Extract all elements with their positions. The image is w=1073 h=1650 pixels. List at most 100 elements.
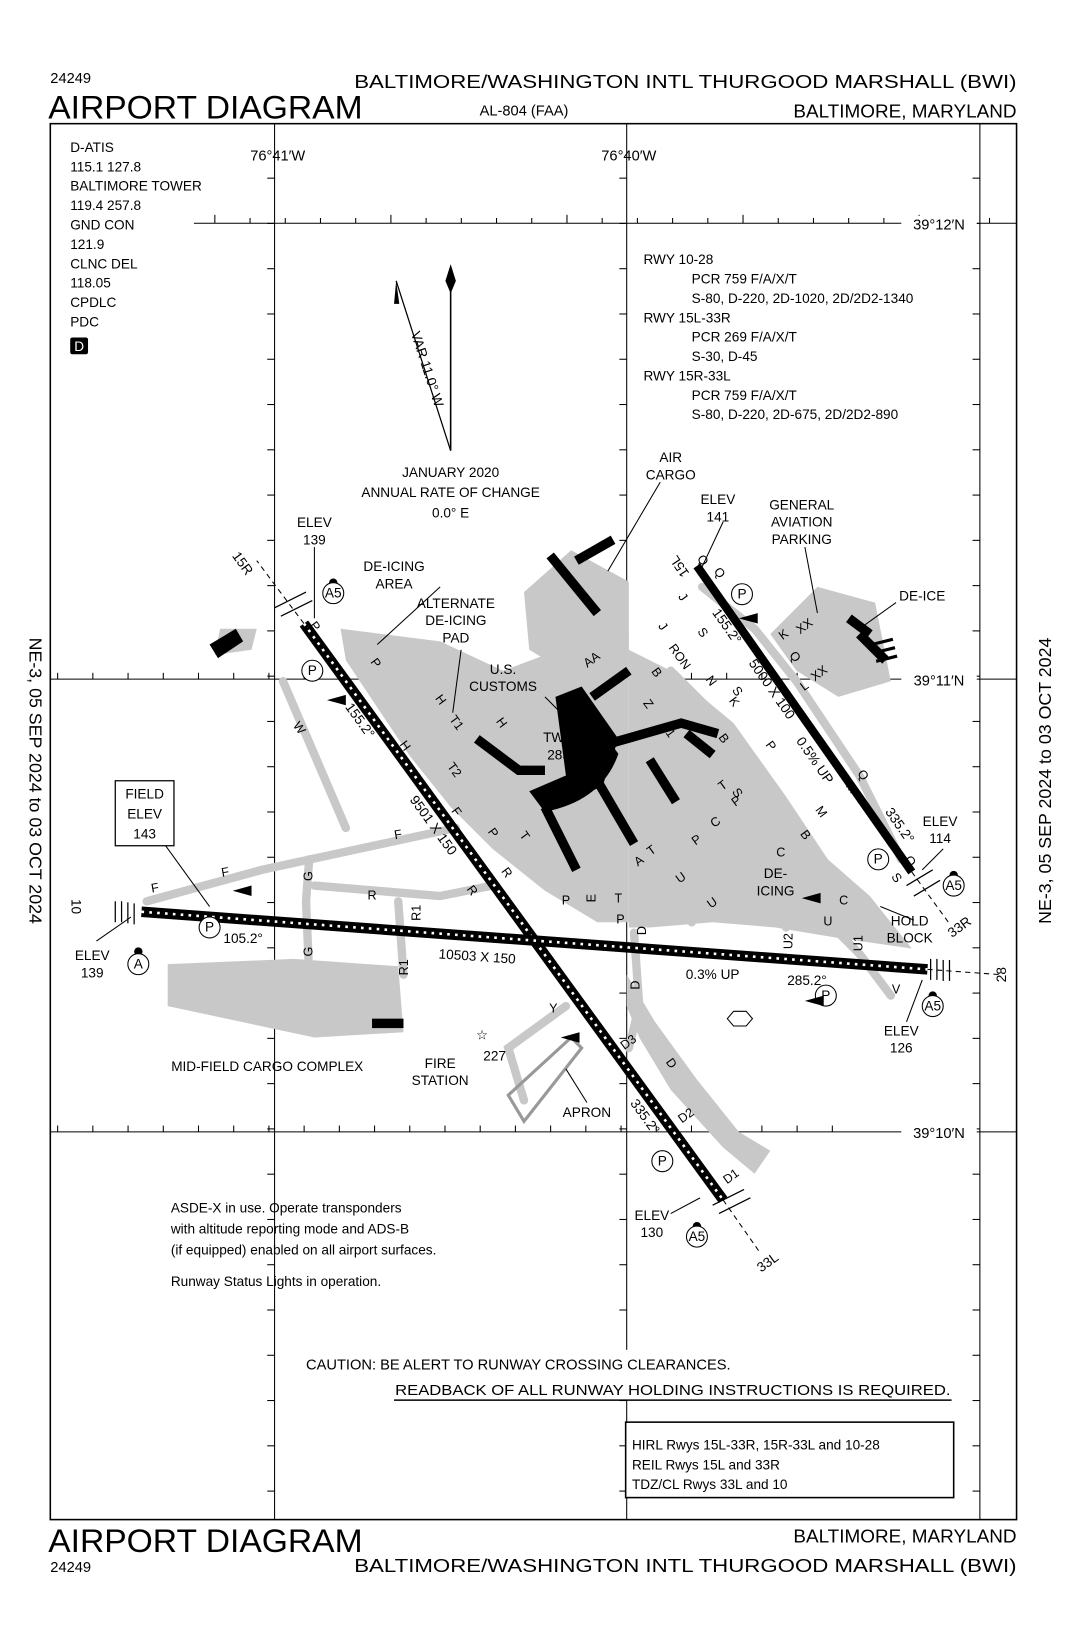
lighting-note: REIL Rwys 15L and 33R <box>632 1457 780 1472</box>
taxiway-label: R1 <box>409 905 423 921</box>
deice-pads <box>871 637 898 663</box>
building <box>209 628 244 659</box>
papi-icon <box>867 848 890 871</box>
rate-of-change-label: ANNUAL RATE OF CHANGE <box>361 485 539 500</box>
runway-heading: 285.2° <box>787 973 827 988</box>
vgsi-icon <box>326 694 346 706</box>
label-deice: DE-ICE <box>899 589 945 604</box>
leader-line <box>544 696 572 724</box>
taxiway-label: F <box>150 880 160 895</box>
taxiway-label: G <box>301 871 315 881</box>
arff-label: A5 <box>689 1229 706 1244</box>
taxiway-label: F <box>393 827 403 842</box>
papi-label: P <box>737 586 746 601</box>
longitude-label: 76°41′W <box>250 148 305 164</box>
label-ga-parking: GENERAL <box>769 497 834 512</box>
leader-line <box>376 586 441 645</box>
page-title: AIRPORT DIAGRAM <box>48 89 362 125</box>
chart-frame <box>49 122 1018 1521</box>
readback-note: READBACK OF ALL RUNWAY HOLDING INSTRUCTI… <box>395 1383 950 1399</box>
arff-icon <box>127 953 150 976</box>
asde-note: ASDE-X in use. Operate transponders <box>171 1201 402 1216</box>
leader-line <box>452 649 462 713</box>
taxiway-label: S <box>888 870 904 885</box>
papi-icon <box>651 1150 674 1173</box>
north-arrow-icon <box>394 264 456 451</box>
taxiway-label: P <box>616 912 624 926</box>
label-elev139-n: 139 <box>303 532 326 547</box>
taxiway-label: Y <box>549 1002 558 1016</box>
label-elev141: ELEV <box>700 492 736 507</box>
area-labels: ELEV139DE-ICINGAREAALTERNATEDE-ICINGPADU… <box>75 450 959 1240</box>
taxiway-label: D1 <box>720 1166 741 1187</box>
taxiway-label: J <box>655 620 670 633</box>
latitude-label: 39°12′N <box>913 218 965 234</box>
arff-label: A5 <box>325 585 342 600</box>
leader-line <box>804 546 818 614</box>
leader-line <box>565 1068 588 1103</box>
runway-data-line: PCR 759 F/A/X/T <box>692 388 797 403</box>
label-hold-block: HOLD <box>891 913 929 928</box>
comm-line: 121.9 <box>70 237 104 252</box>
field-elevation-label: ELEV <box>127 806 163 821</box>
label-alt-deicing: ALTERNATE <box>417 596 495 611</box>
comm-line: CLNC DEL <box>70 256 138 271</box>
taxiway-label: T2 <box>444 760 464 780</box>
rate-of-change-value: 0.0° E <box>432 506 469 521</box>
taxiway-label: N <box>703 673 720 689</box>
taxiway-label: R <box>368 888 377 902</box>
papi-label: P <box>874 852 883 867</box>
leader-line <box>670 1197 701 1215</box>
taxiway-label: R <box>498 865 515 881</box>
papi-label: P <box>821 988 830 1003</box>
label-elev139-w: 139 <box>81 965 104 980</box>
papi-icon <box>301 659 324 682</box>
label-midfield-cargo: MID-FIELD CARGO COMPLEX <box>171 1059 363 1074</box>
field-elevation-value: 143 <box>133 826 156 841</box>
comm-line: PDC <box>70 314 99 329</box>
taxiway-label: P <box>763 738 779 753</box>
vgsi-icon <box>560 1032 580 1043</box>
runway-end-28: 28 <box>994 967 1009 982</box>
city-state: BALTIMORE, MARYLAND <box>793 100 1016 121</box>
taxiways <box>142 582 906 1105</box>
label-elev139-w: ELEV <box>75 948 111 963</box>
leader-line <box>880 906 915 921</box>
papi-label: P <box>308 663 317 678</box>
comm-line: GND CON <box>70 218 134 233</box>
runway-data-heading: RWY 15R-33L <box>643 368 731 383</box>
label-alt-deicing: DE-ICING <box>425 613 486 628</box>
cargo-building <box>372 1018 404 1029</box>
leader-line <box>165 845 211 907</box>
runway-dimensions: 10503 X 150 <box>438 946 516 966</box>
runway-data-line: S-30, D-45 <box>692 349 758 364</box>
vgsi-icon <box>801 892 821 904</box>
label-elev126: ELEV <box>884 1023 920 1038</box>
caution-note: CAUTION: BE ALERT TO RUNWAY CROSSING CLE… <box>306 1358 731 1374</box>
taxiway-label: T <box>614 892 622 906</box>
runway-data-heading: RWY 10-28 <box>643 252 713 267</box>
label-deicing-c: ICING <box>757 884 795 899</box>
runway-end-10: 10 <box>68 899 83 915</box>
taxiway-label: E <box>584 894 598 902</box>
taxiway-label: P <box>562 894 570 908</box>
label-air-cargo: CARGO <box>646 467 696 482</box>
arff-icon <box>942 874 965 897</box>
label-fire: STATION <box>412 1073 469 1088</box>
taxiway-label: Q <box>711 565 728 581</box>
label-apron: APRON <box>563 1105 611 1120</box>
runway-end-15l: 15L <box>667 552 692 580</box>
taxiway-label: D <box>635 926 649 935</box>
comm-line: BALTIMORE TOWER <box>70 179 202 194</box>
arff-icon <box>921 995 944 1018</box>
runway-data-line: PCR 759 F/A/X/T <box>692 271 797 286</box>
leader-line <box>607 481 661 572</box>
chart-number: 24249 <box>50 71 91 87</box>
label-ga-parking: AVIATION <box>771 515 833 530</box>
procedure-number: AL-804 (FAA) <box>480 103 569 119</box>
